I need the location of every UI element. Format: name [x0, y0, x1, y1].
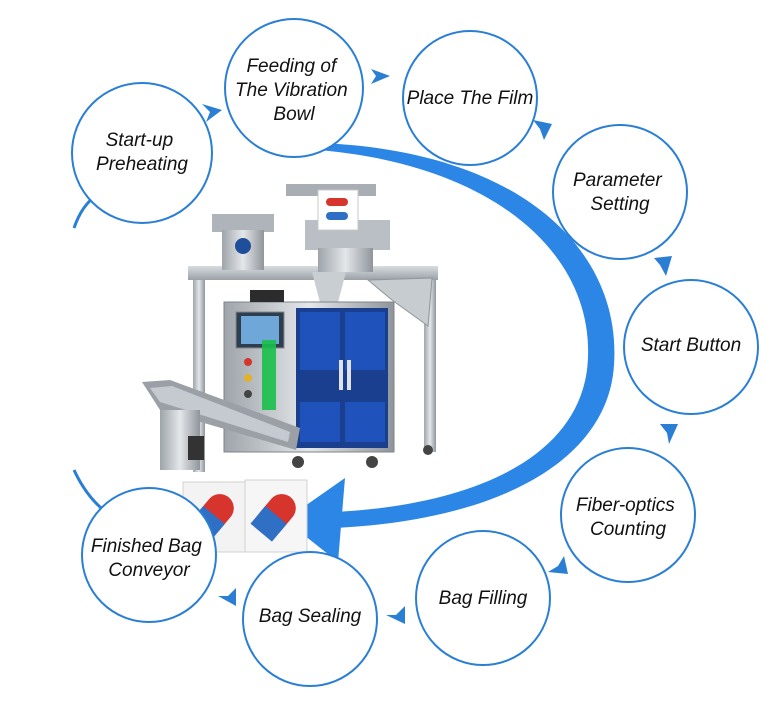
step-feeding-line-3: Bowl: [273, 104, 315, 125]
step-startup-line-1: Start-up: [106, 130, 174, 151]
flow-chevrons: [202, 69, 678, 624]
chevron-arrow-icon: [533, 120, 552, 140]
step-param-line-1: Parameter: [573, 170, 662, 191]
step-feeding-label: Feeding of The Vibration Bowl: [235, 56, 353, 125]
chevron-arrow-icon: [202, 104, 222, 122]
step-filling-circle: Bag Filling: [415, 530, 551, 666]
big-return-arrow: [285, 143, 615, 562]
step-startup-circle: Start-up Preheating: [71, 82, 213, 224]
step-conveyor-line-2: Conveyor: [108, 560, 190, 581]
step-feeding-circle: Feeding of The Vibration Bowl: [224, 18, 364, 158]
chevron-arrow-icon: [371, 69, 390, 84]
step-conveyor-line-1: Finished Bag: [91, 536, 202, 557]
step-fiber-label: Fiber-optics Counting: [576, 495, 680, 540]
chevron-arrow-icon: [218, 588, 236, 606]
touch-screen-icon: [235, 311, 285, 349]
arrow-head-icon: [285, 478, 345, 562]
step-startup-label: Start-up Preheating: [96, 130, 188, 175]
step-param-line-2: Setting: [590, 194, 650, 215]
packaging-machine-image: [142, 184, 438, 553]
step-film-circle: Place The Film: [402, 30, 538, 166]
chevron-arrow-icon: [660, 424, 678, 444]
step-sealing-label: Bag Sealing: [259, 606, 362, 627]
step-start-line-1: Start Button: [641, 335, 741, 356]
vibration-bowl-icon: [212, 214, 274, 270]
step-sealing-circle: Bag Sealing: [242, 551, 378, 687]
step-start-circle: Start Button: [623, 279, 759, 415]
step-film-label: Place The Film: [407, 88, 534, 109]
step-fiber-line-2: Counting: [590, 519, 666, 540]
step-start-label: Start Button: [641, 335, 741, 356]
step-filling-line-1: Bag Filling: [439, 588, 528, 609]
step-feeding-line-2: The Vibration: [235, 80, 348, 101]
step-startup-line-2: Preheating: [96, 154, 188, 175]
step-film-line-1: Place The Film: [407, 88, 534, 109]
chevron-arrow-icon: [548, 556, 568, 574]
step-fiber-circle: Fiber-optics Counting: [560, 447, 696, 583]
step-param-label: Parameter Setting: [573, 170, 667, 215]
step-param-circle: Parameter Setting: [552, 124, 688, 260]
chevron-arrow-icon: [654, 256, 672, 276]
step-filling-label: Bag Filling: [439, 588, 528, 609]
step-conveyor-label: Finished Bag Conveyor: [91, 536, 207, 581]
chevron-arrow-icon: [386, 606, 405, 624]
conveyor-icon: [142, 380, 300, 470]
step-fiber-line-1: Fiber-optics: [576, 495, 675, 516]
step-conveyor-circle: Finished Bag Conveyor: [81, 487, 217, 623]
step-sealing-line-1: Bag Sealing: [259, 606, 362, 627]
flow-ring: [72, 194, 111, 517]
step-feeding-line-1: Feeding of: [246, 56, 338, 77]
